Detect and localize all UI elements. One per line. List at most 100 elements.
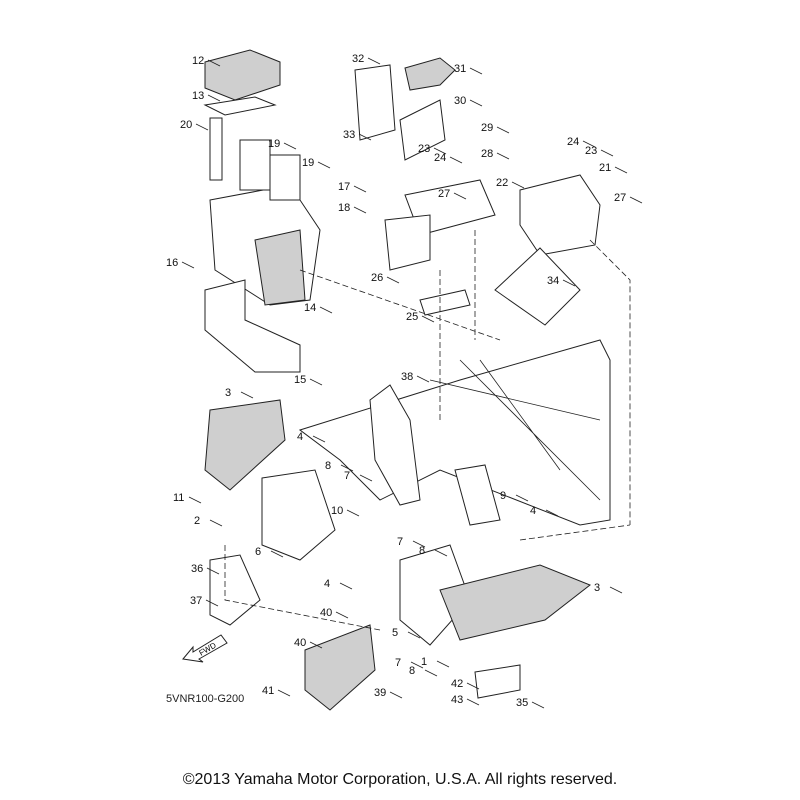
part-callout: 3 — [225, 387, 231, 399]
leader-line — [335, 611, 349, 619]
leader-line — [346, 509, 360, 517]
leader-line — [453, 192, 467, 200]
leader-line — [407, 631, 421, 639]
part-callout: 17 — [338, 181, 350, 193]
part-callout: 30 — [454, 95, 466, 107]
leader-line — [209, 519, 223, 527]
part-callout: 12 — [192, 55, 204, 67]
part-callout: 19 — [268, 138, 280, 150]
part-callout: 25 — [406, 311, 418, 323]
part-callout: 8 — [325, 460, 331, 472]
leader-line — [600, 149, 614, 157]
part-callout: 27 — [438, 188, 450, 200]
part-callout: 27 — [614, 192, 626, 204]
leader-line — [188, 496, 202, 504]
part-callout: 36 — [191, 563, 203, 575]
part-callout: 32 — [352, 53, 364, 65]
leader-line — [469, 99, 483, 107]
part-callout: 4 — [324, 578, 330, 590]
part-callout: 7 — [395, 657, 401, 669]
leader-line — [434, 549, 448, 557]
leader-line — [312, 435, 326, 443]
part-callout: 19 — [302, 157, 314, 169]
leader-line — [317, 161, 331, 169]
part-callout: 8 — [409, 665, 415, 677]
part-callout: 20 — [180, 119, 192, 131]
part-callout: 14 — [304, 302, 316, 314]
leader-line — [545, 509, 559, 517]
leader-line — [367, 57, 381, 65]
part-callout: 24 — [567, 136, 579, 148]
part-callout: 33 — [343, 129, 355, 141]
leader-line — [496, 126, 510, 134]
leader-line — [436, 660, 450, 668]
leader-line — [496, 152, 510, 160]
part-callout: 31 — [454, 63, 466, 75]
part-callout: 39 — [374, 687, 386, 699]
part-callout: 34 — [547, 275, 559, 287]
part-callout: 38 — [401, 371, 413, 383]
leader-line — [358, 133, 372, 141]
leader-line — [309, 641, 323, 649]
part-callout: 35 — [516, 697, 528, 709]
leader-line — [270, 550, 284, 558]
leader-line — [277, 689, 291, 697]
leader-line — [582, 140, 596, 148]
leader-line — [205, 599, 219, 607]
part-callout: 23 — [585, 145, 597, 157]
leader-line — [466, 698, 480, 706]
leader-line — [207, 59, 221, 67]
part-callout: 29 — [481, 122, 493, 134]
part-callout: 41 — [262, 685, 274, 697]
battery-box-group — [203, 49, 321, 373]
part-callout: 13 — [192, 90, 204, 102]
leader-line — [421, 315, 435, 323]
part-callout: 43 — [451, 694, 463, 706]
part-callout: 24 — [434, 152, 446, 164]
part-callout: 9 — [500, 490, 506, 502]
part-callout: 1 — [421, 656, 427, 668]
part-callout: 22 — [496, 177, 508, 189]
leader-line — [389, 691, 403, 699]
leader-line — [515, 494, 529, 502]
part-callout: 6 — [255, 546, 261, 558]
leader-line — [353, 206, 367, 214]
side-covers-group — [204, 399, 591, 711]
part-callout: 40 — [320, 607, 332, 619]
part-callout: 15 — [294, 374, 306, 386]
part-callout: 42 — [451, 678, 463, 690]
leader-line — [614, 166, 628, 174]
leader-line — [433, 147, 447, 155]
leader-line — [629, 196, 643, 204]
leader-line — [609, 586, 623, 594]
leader-line — [340, 464, 354, 472]
copyright-notice: ©2013 Yamaha Motor Corporation, U.S.A. A… — [182, 771, 618, 788]
upper-cover-group — [354, 57, 601, 326]
leader-line — [466, 682, 480, 690]
part-callout: 5 — [392, 627, 398, 639]
leader-line — [562, 279, 576, 287]
part-callout: 37 — [190, 595, 202, 607]
part-callout: 11 — [173, 492, 184, 504]
part-callout: 28 — [481, 148, 493, 160]
part-callout: 4 — [530, 505, 536, 517]
part-callout: 4 — [297, 431, 303, 443]
part-callout: 21 — [599, 162, 611, 174]
part-callout: 40 — [294, 637, 306, 649]
leader-line — [319, 306, 333, 314]
part-callout: 10 — [331, 505, 343, 517]
part-callout: 18 — [338, 202, 350, 214]
leader-line — [359, 474, 373, 482]
leader-line — [283, 142, 297, 150]
leader-line — [469, 67, 483, 75]
part-callout: 16 — [166, 257, 178, 269]
leader-line — [207, 94, 221, 102]
fwd-arrow-icon: FWD — [182, 634, 228, 663]
diagram-code: 5VNR100-G200 — [166, 693, 245, 705]
part-callout: 26 — [371, 272, 383, 284]
part-callout: 23 — [418, 143, 430, 155]
leader-line — [424, 669, 438, 677]
leader-line — [410, 661, 424, 669]
